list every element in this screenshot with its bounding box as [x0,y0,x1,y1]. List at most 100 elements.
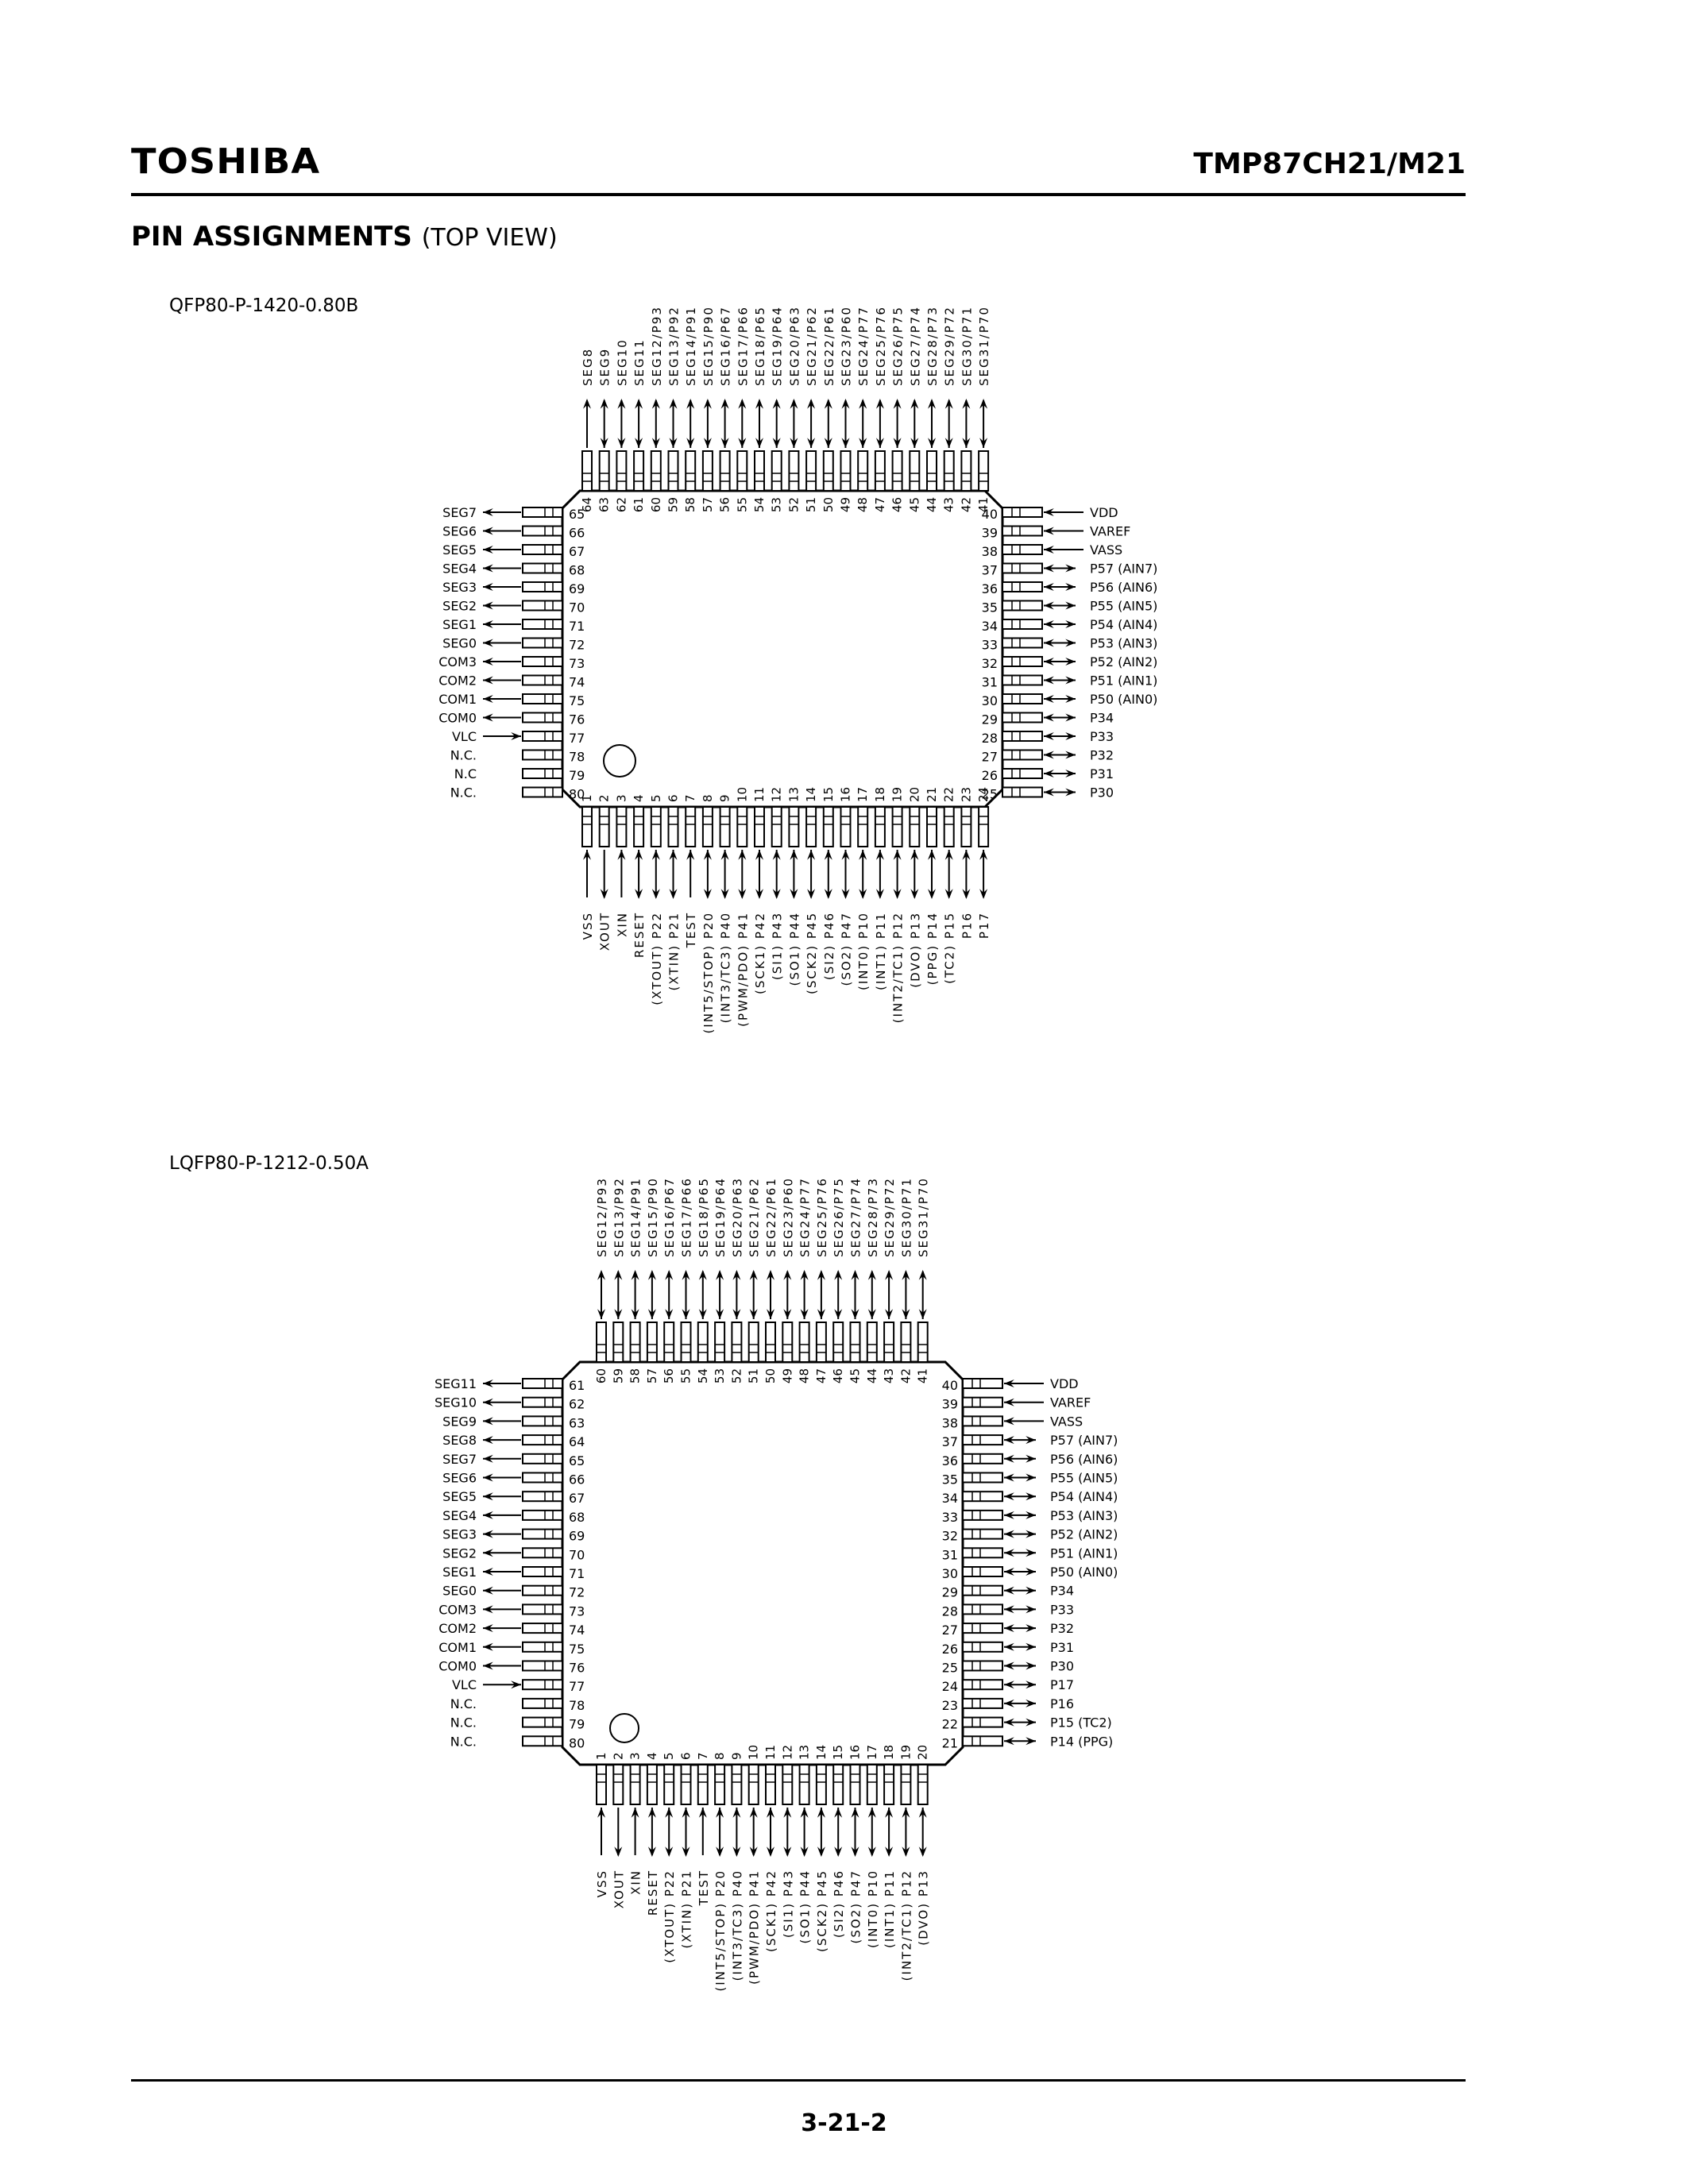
pin-number: 50 [821,497,836,512]
pin-number: 66 [569,526,585,541]
pin-number: 9 [729,1752,744,1760]
pin-number: 69 [569,1529,585,1544]
pin-number: 31 [982,675,998,690]
pin-number: 16 [848,1745,863,1760]
pin-number: 70 [569,1547,585,1562]
pin-label: VLC [452,1677,477,1692]
pin-number: 15 [831,1745,845,1760]
pin-36: P56 (AIN6)36 [942,1452,1118,1468]
pin-label: P52 (AIN2) [1050,1527,1118,1542]
pin-number: 44 [925,497,939,512]
pin-label: XOUT [598,912,612,951]
pin-number: 71 [569,1566,585,1581]
pin-label: SEG16/P67 [719,306,733,386]
pin-label: COM1 [438,692,477,707]
pin-label: SEG15/P90 [646,1177,660,1257]
pin-label: (INT3/TC3) P40 [730,1870,744,1981]
section-title: PIN ASSIGNMENTS (TOP VIEW) [131,221,558,253]
pin-37: P57 (AIN7)37 [942,1433,1118,1449]
pin-number: 47 [814,1368,829,1383]
pin-label: RESET [646,1870,660,1916]
pin-number: 3 [628,1752,643,1760]
pin-label: (INT3/TC3) P40 [719,912,733,1023]
pin-79: N.C.79 [450,1715,585,1732]
pin-number: 54 [696,1368,710,1383]
pin-label: P57 (AIN7) [1090,561,1157,577]
pin-label: COM2 [438,673,477,689]
pin-label: N.C. [450,1715,477,1731]
pin-number: 9 [718,794,732,802]
brand-logo: TOSHIBA [131,141,321,182]
pin-number: 7 [696,1752,710,1760]
pin-label: SEG19/P64 [771,306,785,386]
pin-number: 19 [890,787,905,802]
pin-label: VSS [581,912,595,940]
pin-label: SEG15/P90 [701,306,716,386]
pin-label: SEG12/P93 [595,1177,609,1257]
pin-number: 21 [942,1735,958,1750]
pin-number: 74 [569,1623,585,1638]
pin-label: SEG20/P63 [730,1177,744,1257]
pin-number: 43 [882,1368,896,1383]
pin-label: SEG14/P91 [629,1177,643,1257]
pin-number: 13 [786,787,801,802]
pin-number: 52 [729,1368,744,1383]
pin-number: 29 [942,1585,958,1600]
pin-number: 12 [770,787,784,802]
pin-label: SEG28/P73 [925,306,940,386]
pin-number: 62 [614,497,628,512]
pin-label: VAREF [1050,1395,1091,1410]
pin-number: 3 [614,794,628,802]
pin-label: (SI1) P43 [781,1870,795,1938]
pin-number: 49 [780,1368,794,1383]
pin-label: P30 [1050,1659,1074,1674]
pin-label: P50 (AIN0) [1090,692,1157,707]
pin-number: 59 [611,1368,625,1383]
pin-32: P52 (AIN2)32 [982,654,1158,671]
pin-34: P54 (AIN4)34 [942,1489,1118,1506]
pin-number: 51 [804,497,818,512]
pin-label: P34 [1090,711,1114,726]
pin-label: RESET [632,912,647,958]
pin-number: 78 [569,1698,585,1713]
pin-31: P51 (AIN1)31 [942,1545,1118,1562]
pin-30: P50 (AIN0)30 [982,692,1158,708]
pin-number: 27 [982,750,998,765]
pin-label: SEG18/P65 [697,1177,711,1257]
pin-label: P57 (AIN7) [1050,1433,1118,1448]
pin-number: 5 [649,794,663,802]
pin-number: 54 [752,497,767,512]
pin-number: 66 [569,1472,585,1488]
pin-number: 69 [569,581,585,596]
pin-number: 60 [649,497,663,512]
pin-label: SEG25/P76 [874,306,888,386]
pin-number: 37 [982,563,998,578]
pin-number: 8 [701,794,715,802]
pin-label: COM3 [438,654,477,669]
